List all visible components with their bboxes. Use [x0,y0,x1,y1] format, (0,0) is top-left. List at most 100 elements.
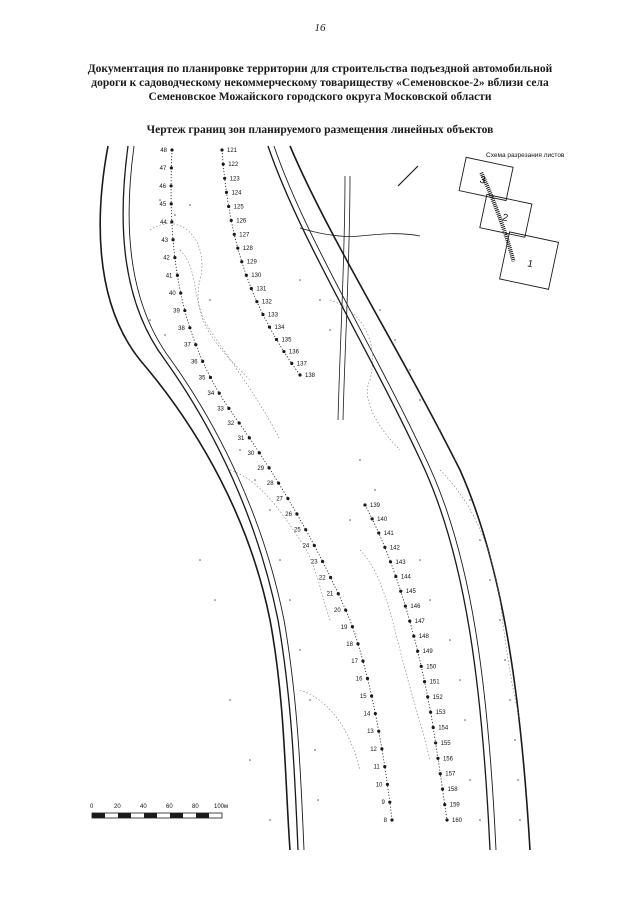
route-point-marker [377,729,381,733]
route-point-marker [175,273,180,278]
right-point-labels: 1391401411421431441451461471481491501511… [363,503,463,824]
route-point-label: 26 [285,512,292,518]
sheet-1-label: 1 [526,258,534,270]
route-point-label: 148 [419,634,430,640]
document-header: Документация по планировке территории дл… [40,62,600,104]
route-point-marker [369,694,374,698]
route-point-marker [388,560,393,564]
inset-title: Схема разрезания листов [486,152,565,159]
contour-lines [149,223,521,771]
route-point-label: 33 [217,406,224,412]
route-point-label: 154 [438,726,449,732]
route-point-marker [422,679,427,684]
route-point-label: 38 [178,326,185,332]
route-point-marker [170,148,174,152]
route-point-marker [227,204,231,209]
route-point-marker [373,711,377,716]
route-point-marker [261,312,265,317]
route-point-label: 159 [450,803,461,809]
route-point-label: 15 [360,694,367,700]
route-point-marker [290,361,294,366]
drawing-title: Чертеж границ зон планируемого размещени… [146,124,494,136]
route-point-label: 41 [166,273,173,279]
route-point-label: 156 [443,756,454,762]
sheet-inset: Схема разрезания листов 3 2 1 [458,152,565,290]
route-point-marker [436,756,440,760]
page-number: 16 [314,22,326,34]
route-point-label: 136 [289,350,300,356]
route-point-marker [298,373,302,377]
route-point-label: 160 [452,818,463,824]
route-point-label: 125 [234,204,245,210]
route-point-marker [227,406,231,410]
route-point-label: 23 [311,559,318,565]
ground-symbols [149,199,521,821]
sheet-2-frame [479,193,533,238]
route-point-marker [169,184,173,188]
route-point-marker [365,676,370,681]
route-point-label: 122 [228,162,239,168]
route-point-marker [274,337,279,342]
route-point-label: 8 [384,818,388,824]
route-point-marker [336,592,340,596]
route-point-label: 133 [268,312,279,318]
route-point-label: 147 [415,619,426,625]
route-point-label: 127 [239,232,250,238]
scale-tick-80: 80 [192,804,199,810]
route-point-label: 158 [448,787,459,793]
outer-boundary-left [99,145,291,851]
route-point-marker [277,481,281,485]
route-point-marker [320,559,325,564]
route-point-label: 130 [251,273,262,279]
route-point-label: 155 [441,741,452,747]
route-point-marker [408,619,412,623]
scale-tick-20: 20 [114,804,121,810]
route-point-label: 44 [160,220,167,226]
scale-tick-40: 40 [140,804,147,810]
route-point-label: 152 [433,695,444,701]
route-point-marker [220,148,224,152]
north-arrow-line [397,165,419,187]
route-point-label: 124 [231,190,242,196]
route-point-marker [295,512,299,516]
route-point-marker [255,299,259,304]
route-point-label: 24 [303,543,310,549]
route-point-marker [247,436,251,440]
route-point-label: 43 [161,238,168,244]
route-point-label: 131 [256,287,267,293]
route-point-label: 28 [267,481,274,487]
road-edge-left-1 [122,145,299,851]
route-right-line [364,504,448,821]
header-line-3: Семеновское Можайского городского округа… [148,91,492,103]
sheet-3-frame [458,156,514,202]
road-edge-right-2 [273,145,497,851]
route-point-marker [224,190,229,195]
route-point-marker [257,451,261,455]
route-point-marker [361,659,365,663]
sheet-2-label: 2 [501,212,509,224]
route-point-label: 138 [305,373,316,379]
route-point-label: 37 [184,343,191,349]
route-point-marker [399,589,403,593]
route-point-label: 34 [208,391,215,397]
scale-bar: 0 20 40 60 80 100м [90,804,228,819]
route-point-label: 21 [327,592,334,598]
route-point-label: 142 [390,545,401,551]
route-point-label: 16 [356,676,363,682]
route-point-marker [194,343,198,347]
route-point-marker [286,496,290,501]
route-point-marker [312,543,316,548]
route-point-marker [173,256,177,260]
route-point-label: 17 [351,659,358,665]
route-point-label: 9 [381,800,385,806]
route-point-marker [171,238,175,242]
route-point-marker [201,359,205,363]
route-point-label: 140 [377,517,388,523]
crossing-track [337,175,346,421]
route-point-label: 157 [445,772,456,778]
route-point-marker [394,574,398,579]
route-middle-line [221,149,301,376]
scale-tick-100: 100м [214,804,228,810]
route-point-marker [223,176,227,180]
route-point-label: 11 [374,765,381,771]
